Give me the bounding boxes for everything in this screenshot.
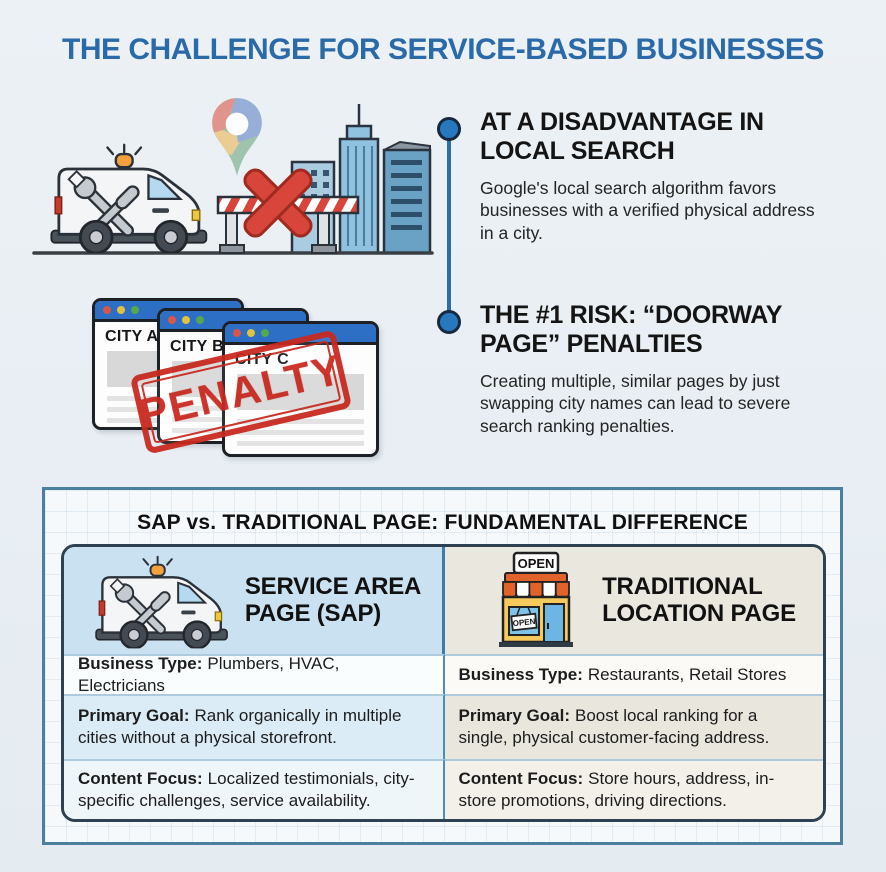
blocked-x-icon xyxy=(243,168,313,238)
callout-body: Google's local search algorithm favors b… xyxy=(480,178,815,243)
row-value: Boost local ranking for a single, physic… xyxy=(458,706,770,748)
cell-traditional-business-type: Business Type:Restaurants, Retail Stores xyxy=(444,654,823,695)
callout-heading: AT A DISADVANTAGE IN LOCAL SEARCH xyxy=(480,108,878,165)
timeline-dot-1 xyxy=(437,117,461,141)
comparison-title: SAP vs. TRADITIONAL PAGE: FUNDAMENTAL DI… xyxy=(137,511,748,534)
window-label: CITY A xyxy=(105,328,159,345)
header-line: SERVICE AREA xyxy=(244,572,422,600)
page-title: THE CHALLENGE FOR SERVICE-BASED BUSINESS… xyxy=(62,33,824,66)
callout-local-search: AT A DISADVANTAGE IN LOCAL SEARCH Google… xyxy=(480,108,878,244)
heading-line: THE #1 RISK: “DOORWAY xyxy=(480,301,783,329)
placeholder-line xyxy=(237,441,364,446)
row-value: Restaurants, Retail Stores xyxy=(587,665,787,685)
window-label: CITY B xyxy=(170,338,224,355)
window-dot-yellow xyxy=(117,306,125,314)
window-titlebar xyxy=(225,324,376,345)
timeline-dot-2 xyxy=(437,310,461,334)
column-header-text: SERVICE AREA PAGE (SAP) xyxy=(244,572,422,628)
browser-window-city-c: CITY C xyxy=(222,321,379,457)
window-dot-green xyxy=(131,306,139,314)
window-dot-green xyxy=(261,329,269,337)
cell-sap-content-focus: Content Focus:Localized testimonials, ci… xyxy=(64,758,445,819)
table-row-content-focus: Content Focus:Localized testimonials, ci… xyxy=(64,758,823,819)
table-row-primary-goal: Primary Goal:Rank organically in multipl… xyxy=(64,694,823,759)
header-line: PAGE (SAP) xyxy=(244,599,382,627)
heading-line: LOCAL SEARCH xyxy=(480,136,675,165)
placeholder-line xyxy=(237,430,364,435)
service-van-icon xyxy=(51,145,206,253)
van-blocked-city-illustration xyxy=(32,98,434,255)
row-value: Store hours, address, in-store promotion… xyxy=(458,768,775,810)
column-header-text: TRADITIONAL LOCATION PAGE xyxy=(602,572,796,628)
window-dot-yellow xyxy=(182,316,190,324)
window-dot-green xyxy=(196,316,204,324)
heading-line: PAGE” PENALTIES xyxy=(480,329,703,358)
comparison-section: SAP vs. TRADITIONAL PAGE: FUNDAMENTAL DI… xyxy=(42,487,843,845)
row-label: Primary Goal: xyxy=(78,706,190,726)
row-value: Plumbers, HVAC, Electricians xyxy=(78,654,340,696)
table-header-row: SERVICE AREA PAGE (SAP) OPEN xyxy=(64,547,823,655)
callout-heading: THE #1 RISK: “DOORWAY PAGE” PENALTIES xyxy=(480,301,878,358)
map-pin-icon xyxy=(212,98,262,176)
row-label: Primary Goal: xyxy=(458,706,571,726)
row-label: Business Type: xyxy=(458,665,583,685)
window-dot-red xyxy=(103,306,111,314)
header-line: LOCATION PAGE xyxy=(602,599,796,627)
cell-sap-primary-goal: Primary Goal:Rank organically in multipl… xyxy=(64,694,445,759)
callout-body: Creating multiple, similar pages by just… xyxy=(480,371,791,436)
city-pages-illustration: CITY A CITY B CITY C xyxy=(80,292,410,477)
row-value: Rank organically in multiple cities with… xyxy=(78,706,402,748)
window-dot-red xyxy=(168,316,176,324)
window-dot-yellow xyxy=(247,329,255,337)
placeholder-block xyxy=(237,374,364,410)
row-label: Business Type: xyxy=(78,654,203,674)
comparison-table: SERVICE AREA PAGE (SAP) OPEN xyxy=(61,544,826,822)
row-label: Content Focus: xyxy=(458,768,584,788)
callout-doorway-penalty: THE #1 RISK: “DOORWAY PAGE” PENALTIES Cr… xyxy=(480,301,878,437)
header-line: TRADITIONAL xyxy=(602,572,763,600)
window-label: CITY C xyxy=(235,351,289,368)
row-label: Content Focus: xyxy=(78,768,203,788)
table-row-business-type: Business Type:Plumbers, HVAC, Electricia… xyxy=(64,654,823,696)
svg-text:OPEN: OPEN xyxy=(512,616,536,627)
header-cell-traditional: OPEN xyxy=(445,547,823,655)
header-cell-sap: SERVICE AREA PAGE (SAP) xyxy=(64,547,445,655)
heading-line: AT A DISADVANTAGE IN xyxy=(480,108,764,136)
cell-traditional-primary-goal: Primary Goal:Boost local ranking for a s… xyxy=(444,694,823,759)
city-buildings-icon xyxy=(290,104,432,255)
placeholder-line xyxy=(237,419,364,424)
cell-traditional-content-focus: Content Focus:Store hours, address, in-s… xyxy=(444,758,823,819)
svg-text:OPEN: OPEN xyxy=(518,556,555,571)
service-van-icon xyxy=(85,553,235,649)
row-value: Localized testimonials, city-specific ch… xyxy=(78,768,415,810)
window-dot-red xyxy=(233,329,241,337)
timeline-connector xyxy=(447,133,451,315)
storefront-icon: OPEN xyxy=(499,551,574,647)
cell-sap-business-type: Business Type:Plumbers, HVAC, Electricia… xyxy=(64,654,445,696)
